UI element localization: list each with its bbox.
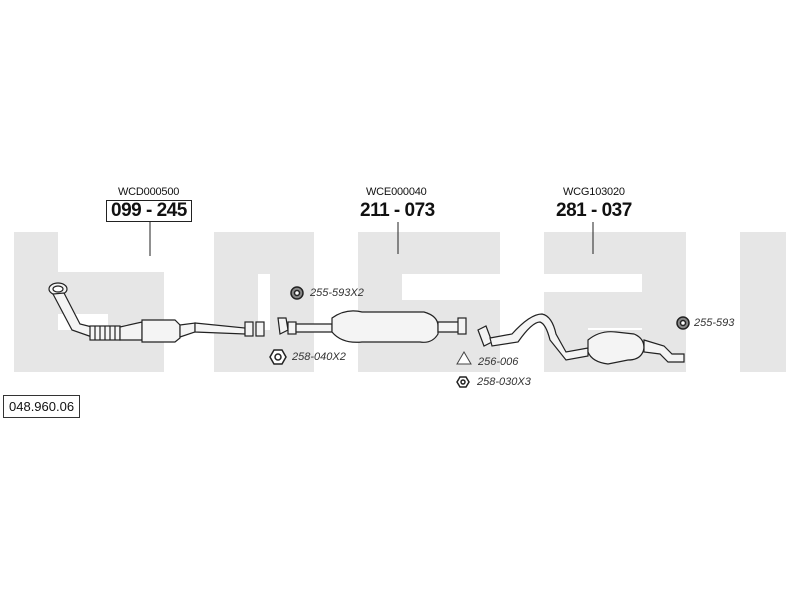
nut-icon — [269, 349, 287, 365]
part-ref-1: WCD000500 — [118, 186, 180, 198]
clamp-icon — [676, 316, 690, 330]
catalog-number: 048.960.06 — [3, 395, 81, 418]
part-ref-3: WCG103020 — [563, 186, 625, 198]
accessory-label-5: 255-593 — [694, 317, 735, 329]
accessory-label-1: 255-593X2 — [310, 287, 364, 299]
accessory-label-4: 258-030X3 — [477, 376, 531, 388]
middle-silencer — [277, 310, 467, 343]
front-pipe-with-catalyst — [48, 282, 265, 343]
rear-silencer-with-tailpipe — [477, 313, 685, 365]
part-ref-2: WCE000040 — [366, 186, 427, 198]
part-number-3: 281 - 037 — [556, 200, 632, 221]
watermark-logo — [14, 232, 786, 372]
clamp-icon — [290, 286, 304, 300]
part-number-2: 211 - 073 — [360, 200, 435, 221]
part-number-1: 099 - 245 — [106, 200, 192, 222]
accessory-label-3: 256-006 — [478, 356, 519, 368]
accessory-label-2: 258-040X2 — [292, 351, 346, 363]
gasket-icon — [456, 351, 472, 365]
nut-icon — [456, 376, 470, 388]
